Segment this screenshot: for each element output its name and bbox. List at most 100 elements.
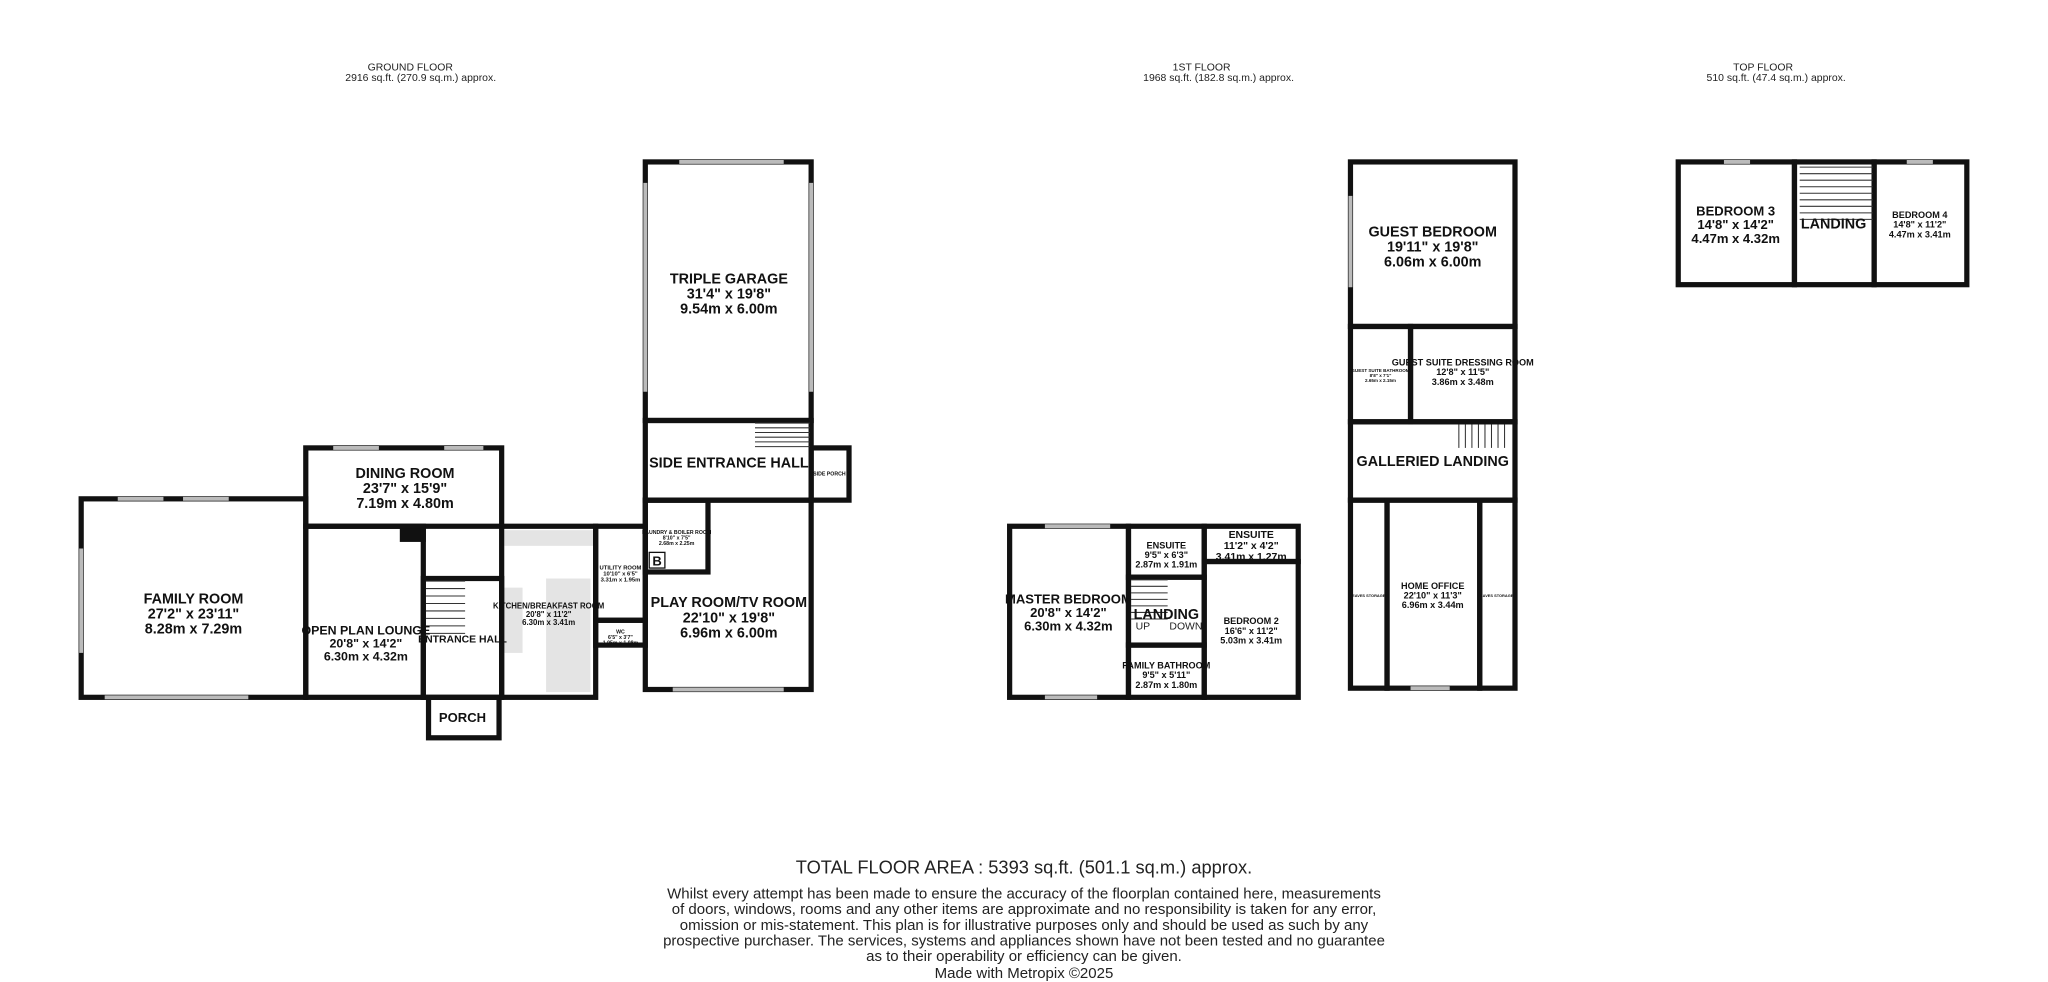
floor-headings: GROUND FLOOR 2916 sq.ft. (270.9 sq.m.) a… <box>345 63 1846 84</box>
room-name: FAMILY BATHROOM <box>1122 661 1210 671</box>
disclaimer-line: prospective purchaser. The services, sys… <box>663 932 1385 949</box>
room-name: BEDROOM 3 <box>1696 203 1775 218</box>
room-outline <box>1201 558 1301 700</box>
room-name: HOME OFFICE <box>1401 581 1464 591</box>
room-dimensions: 2.87m x 1.91m <box>1135 560 1197 570</box>
room-dimensions: 11'2" x 4'2" <box>1224 541 1279 552</box>
room-dimensions: 4.47m x 4.32m <box>1691 231 1780 246</box>
room-name: LAUNDRY & BOILER ROOM <box>642 530 711 536</box>
room-dimensions: 20'8" x 14'2" <box>329 637 402 651</box>
room-name: EAVES STORAGE <box>1480 593 1514 598</box>
boiler <box>648 551 666 569</box>
room-name: ENTRANCE HALL <box>418 634 507 645</box>
first-floor-area: 1968 sq.ft. (182.8 sq.m.) approx. <box>1143 73 1294 84</box>
room-name: SIDE ENTRANCE HALL <box>649 455 809 471</box>
kitchen-counter <box>504 587 523 653</box>
room-dimensions: 9'5" x 6'3" <box>1145 550 1188 560</box>
room-dimensions: 23'7" x 15'9" <box>363 481 447 497</box>
room-dimensions: 6.96m x 3.44m <box>1402 600 1464 610</box>
room-dimensions: 8'10" x 7'5" <box>663 536 691 542</box>
room-name: LANDING <box>1134 607 1199 623</box>
room-name: GUEST BEDROOM <box>1369 224 1497 240</box>
room-dimensions: 10'10" x 6'5" <box>603 572 638 578</box>
room-dimensions: 1.95m x 1.08m <box>603 640 639 646</box>
room-name: BEDROOM 2 <box>1224 616 1279 626</box>
room-name: MASTER BEDROOM <box>1005 591 1132 606</box>
room-dimensions: 6.96m x 6.00m <box>680 625 777 641</box>
room-name: KITCHEN/BREAKFAST ROOM <box>493 602 604 611</box>
room-dimensions: 2.68m x 2.25m <box>659 541 695 547</box>
room-dimensions: 7.19m x 4.80m <box>356 496 453 512</box>
total-floor-area: TOTAL FLOOR AREA : 5393 sq.ft. (501.1 sq… <box>796 857 1253 878</box>
room-name: ENSUITE <box>1229 530 1274 541</box>
room-name: LANDING <box>1801 217 1866 233</box>
room-name: DINING ROOM <box>356 466 455 482</box>
stair-direction-label: DOWN <box>1169 621 1202 632</box>
room-dimensions: 14'8" x 14'2" <box>1697 217 1774 232</box>
room-dimensions: 20'8" x 11'2" <box>526 610 572 619</box>
room-name: GUEST SUITE DRESSING ROOM <box>1392 358 1534 368</box>
fireplace <box>399 526 426 542</box>
room-name: ENSUITE <box>1147 540 1187 550</box>
disclaimer-line: of doors, windows, rooms and any other i… <box>672 901 1377 918</box>
walls: UP DOWN <box>78 159 1970 741</box>
footer: TOTAL FLOOR AREA : 5393 sq.ft. (501.1 sq… <box>663 857 1385 982</box>
room-dimensions: 9'5" x 5'11" <box>1142 670 1190 680</box>
disclaimer-line: as to their operability or efficiency ca… <box>866 948 1182 965</box>
room-name: GALLERIED LANDING <box>1357 454 1509 470</box>
room-dimensions: 20'8" x 14'2" <box>1030 605 1107 620</box>
disclaimer-line: omission or mis-statement. This plan is … <box>680 917 1369 934</box>
room-name: BEDROOM 4 <box>1892 210 1948 220</box>
room-dimensions: 6.30m x 4.32m <box>1024 619 1113 634</box>
room-dimensions: 4.47m x 3.41m <box>1889 229 1951 239</box>
room-dimensions: 8'8" x 7'1" <box>1370 373 1392 378</box>
kitchen-counter <box>504 530 594 546</box>
room-outline <box>1477 497 1518 691</box>
room-name: OPEN PLAN LOUNGE <box>301 624 430 638</box>
room-dimensions: 8.28m x 7.29m <box>145 621 242 637</box>
stair-direction-label: UP <box>1136 621 1151 632</box>
room-dimensions: 2.87m x 1.80m <box>1135 680 1197 690</box>
room-dimensions: 2.65m x 2.15m <box>1365 378 1396 383</box>
room-name: FAMILY ROOM <box>144 591 244 607</box>
room-dimensions: 22'10" x 19'8" <box>683 610 775 626</box>
room-dimensions: 14'8" x 11'2" <box>1893 220 1946 230</box>
disclaimer-line: Whilst every attempt has been made to en… <box>667 885 1381 902</box>
room-outline <box>425 694 502 741</box>
top-floor-title: TOP FLOOR <box>1733 63 1793 74</box>
room-dimensions: 6.30m x 4.32m <box>324 650 408 664</box>
room-name: PLAY ROOM/TV ROOM <box>651 595 807 611</box>
room-outline <box>808 445 852 503</box>
room-dimensions: 6.06m x 6.00m <box>1384 255 1481 271</box>
room-dimensions: 31'4" x 19'8" <box>687 286 771 302</box>
ground-floor-title: GROUND FLOOR <box>368 63 454 74</box>
room-name: SIDE PORCH <box>813 471 846 477</box>
room-dimensions: 5.03m x 3.41m <box>1220 635 1282 645</box>
room-dimensions: 19'11" x 19'8" <box>1387 239 1479 255</box>
room-outline <box>303 523 426 700</box>
room-name: UTILITY ROOM <box>600 565 642 571</box>
room-dimensions: 6'5" x 3'7" <box>608 635 633 641</box>
room-dimensions: 3.31m x 1.95m <box>601 578 641 584</box>
room-dimensions: 6.30m x 3.41m <box>522 618 575 627</box>
room-name: PORCH <box>439 710 486 725</box>
room-dimensions: 16'6" x 11'2" <box>1225 626 1278 636</box>
room-name: EAVES STORAGE <box>1352 593 1386 598</box>
top-floor-area: 510 sq.ft. (47.4 sq.m.) approx. <box>1707 73 1846 84</box>
room-dimensions: 3.86m x 3.48m <box>1432 377 1494 387</box>
kitchen-island <box>546 578 591 693</box>
room-name: GUEST SUITE BATHROOM <box>1351 368 1409 373</box>
room-name: TRIPLE GARAGE <box>670 271 788 287</box>
room-dimensions: 22'10" x 11'3" <box>1404 591 1462 601</box>
credit: Made with Metropix ©2025 <box>935 965 1114 982</box>
room-dimensions: 27'2" x 23'11" <box>148 606 240 622</box>
room-dimensions: 3.41m x 1.27m <box>1216 552 1287 563</box>
room-name: WC <box>616 629 625 635</box>
room-dimensions: 12'8" x 11'5" <box>1436 367 1489 377</box>
first-floor-title: 1ST FLOOR <box>1173 63 1231 74</box>
room-dimensions: 9.54m x 6.00m <box>680 302 777 318</box>
ground-floor-area: 2916 sq.ft. (270.9 sq.m.) approx. <box>345 73 496 84</box>
fixtures: B <box>399 526 666 693</box>
